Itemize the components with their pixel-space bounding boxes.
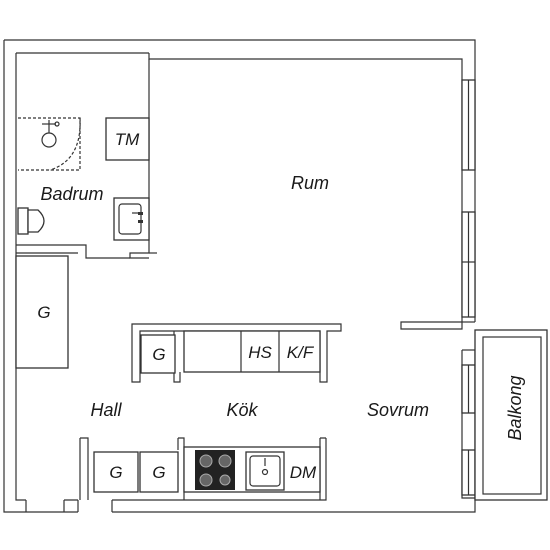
fixture-label-hs: HS xyxy=(248,343,272,362)
room-label-badrum: Badrum xyxy=(40,184,103,204)
fixture-label-g-hall: G xyxy=(37,303,50,322)
room-label-kok: Kök xyxy=(226,400,258,420)
room-label-rum: Rum xyxy=(291,173,329,193)
washing-machine-box xyxy=(105,117,150,161)
fixture-label-kf: K/F xyxy=(287,343,315,362)
bedroom-partition xyxy=(400,321,463,330)
exterior-walls xyxy=(3,39,476,513)
room-label-hall: Hall xyxy=(90,400,122,420)
fixture-label-g-bottom-1: G xyxy=(109,463,122,482)
fixture-label-g-bottom-2: G xyxy=(152,463,165,482)
room-label-balkong: Balkong xyxy=(505,375,525,440)
window-icon xyxy=(461,79,476,496)
fixture-label-dm: DM xyxy=(290,463,317,482)
shower-icon xyxy=(18,117,81,171)
toilet-icon xyxy=(17,207,45,235)
room-label-sovrum: Sovrum xyxy=(367,400,429,420)
kitchen-sink-icon xyxy=(245,451,285,491)
balcony xyxy=(462,321,548,501)
kitchen-counter-upper xyxy=(131,323,342,383)
stove-icon xyxy=(195,450,235,490)
hall-wardrobe xyxy=(15,255,69,369)
fixture-label-tm: TM xyxy=(115,130,140,149)
fixture-label-g-island: G xyxy=(152,345,165,364)
bathroom-walls xyxy=(16,59,157,259)
sink-icon xyxy=(113,197,150,241)
